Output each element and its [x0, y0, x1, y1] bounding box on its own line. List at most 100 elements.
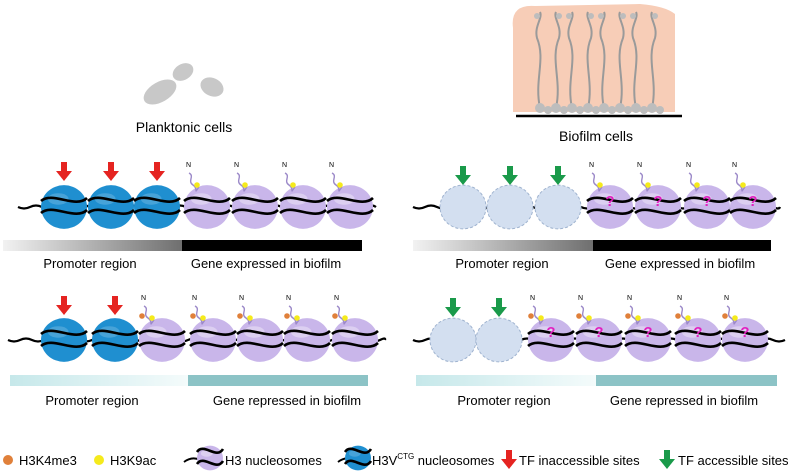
biofilm-base-cell: [535, 103, 545, 113]
gene-label-right-top: Gene expressed in biofilm: [605, 256, 755, 271]
hypha-filament: [599, 11, 606, 109]
h3-nucleosome: [189, 318, 237, 362]
promoter-bar-right-top: [413, 240, 593, 251]
h3-nucleosome: [326, 185, 374, 229]
panel-biofilm-expressed: N?N?N?N?: [412, 162, 782, 230]
biofilm-base-cell: [592, 106, 600, 114]
h3v-nucleosome-icon: [337, 445, 373, 471]
n-terminus-label: N: [186, 162, 191, 169]
h3k9ac-mark: [149, 315, 155, 321]
histone-tail: N: [329, 162, 343, 192]
n-terminus-label: N: [192, 295, 197, 302]
gene-bar-left-bottom: [188, 375, 368, 386]
h3-nucleosome: [331, 318, 379, 362]
evicted-nucleosome: [534, 184, 582, 230]
biofilm-tip-cell: [630, 13, 636, 19]
tf-inaccessible-arrow: [103, 162, 119, 181]
promoter-label-right-bottom: Promoter region: [457, 393, 550, 408]
h3k4me3-marker-icon: [3, 455, 13, 465]
h3-nucleosome: [683, 185, 731, 229]
biofilm-cells-label: Biofilm cells: [559, 128, 633, 144]
h3-nucleosome: [586, 185, 634, 229]
question-mark: ?: [653, 193, 662, 210]
biofilm-base-cell: [599, 103, 609, 113]
histone-tail: N: [528, 295, 544, 325]
promoter-label-left-bottom: Promoter region: [45, 393, 138, 408]
n-terminus-label: N: [677, 295, 682, 302]
hypha-filament: [554, 11, 561, 109]
biofilm-base-cell: [551, 103, 561, 113]
tf-inaccessible-arrow: [56, 162, 72, 181]
h3k9ac-mark: [342, 315, 348, 321]
h3k9ac-mark: [740, 182, 746, 188]
legend-h3k4me3: H3K4me3: [19, 453, 77, 468]
hypha-filament: [650, 11, 657, 109]
tf-accessible-arrow: [502, 166, 518, 185]
gene-label-left-bottom: Gene repressed in biofilm: [213, 393, 361, 408]
question-mark: ?: [594, 324, 603, 341]
biofilm-tip-cell: [534, 13, 540, 19]
legend: H3K4me3 H3K9ac H3 nucleosomes H3VCTG nuc…: [3, 445, 789, 471]
question-mark: ?: [693, 324, 702, 341]
biofilm-tip-cell: [588, 13, 594, 19]
tf-inaccessible-arrow: [107, 296, 123, 315]
n-terminus-label: N: [578, 295, 583, 302]
h3-nucleosome: [527, 318, 575, 362]
legend-h3k9ac: H3K9ac: [110, 453, 157, 468]
tf-inaccessible-arrow: [149, 162, 165, 181]
legend-h3v-suffix: nucleosomes: [414, 453, 495, 468]
h3v-nucleosome: [91, 318, 139, 362]
h3k9ac-mark: [200, 315, 206, 321]
n-terminus-label: N: [589, 162, 594, 169]
histone-tail: N: [139, 295, 155, 325]
n-terminus-label: N: [627, 295, 632, 302]
question-mark: ?: [546, 324, 555, 341]
biofilm-base-cell: [624, 106, 632, 114]
biofilm-base-cell: [608, 106, 616, 114]
question-mark: ?: [605, 193, 614, 210]
h3k4me3-mark: [237, 313, 243, 319]
h3-nucleosome: [279, 185, 327, 229]
legend-tf-inaccessible: TF inaccessible sites: [519, 453, 640, 468]
biofilm-base-cell: [656, 106, 664, 114]
legend-h3-nucleosomes: H3 nucleosomes: [225, 453, 322, 468]
histone-tail: N: [282, 162, 296, 192]
planktonic-cells-illustration: [143, 63, 224, 105]
biofilm-tip-cell: [598, 13, 604, 19]
gene-label-right-bottom: Gene repressed in biofilm: [610, 393, 758, 408]
gene-bar-right-bottom: [596, 375, 777, 386]
h3v-nucleosome: [133, 185, 181, 229]
n-terminus-label: N: [286, 295, 291, 302]
h3-nucleosome: [138, 318, 186, 362]
histone-tail: N: [625, 295, 641, 325]
promoter-bar-left-top: [3, 240, 182, 251]
green-arrow-icon: [659, 450, 675, 469]
h3-nucleosome: [624, 318, 672, 362]
h3k9ac-mark: [290, 182, 296, 188]
red-arrow-icon-shape: [501, 450, 517, 469]
h3-nucleosome-icon: [183, 445, 225, 471]
hypha-filament: [631, 11, 638, 109]
tf-accessible-arrow: [550, 166, 566, 185]
n-terminus-label: N: [141, 295, 146, 302]
legend-h3v-superscript: CTG: [397, 452, 414, 461]
biofilm-cells-illustration: [512, 4, 682, 118]
histone-tail: N: [576, 295, 592, 325]
h3k4me3-mark: [528, 313, 534, 319]
promoter-bar-right-bottom: [416, 375, 596, 386]
histone-tail: N: [186, 162, 200, 192]
h3k9ac-mark: [635, 315, 641, 321]
planktonic-cells-label: Planktonic cells: [136, 119, 233, 135]
biofilm-base-cell: [583, 103, 593, 113]
histone-tail: N: [234, 162, 248, 192]
promoter-bar-left-bottom: [10, 375, 188, 386]
green-arrow-icon-shape: [659, 450, 675, 469]
hypha-filament: [535, 11, 542, 109]
n-terminus-label: N: [686, 162, 691, 169]
biofilm-base-cell: [640, 106, 648, 114]
evicted-nucleosome: [429, 317, 477, 363]
h3k4me3-mark: [675, 313, 681, 319]
